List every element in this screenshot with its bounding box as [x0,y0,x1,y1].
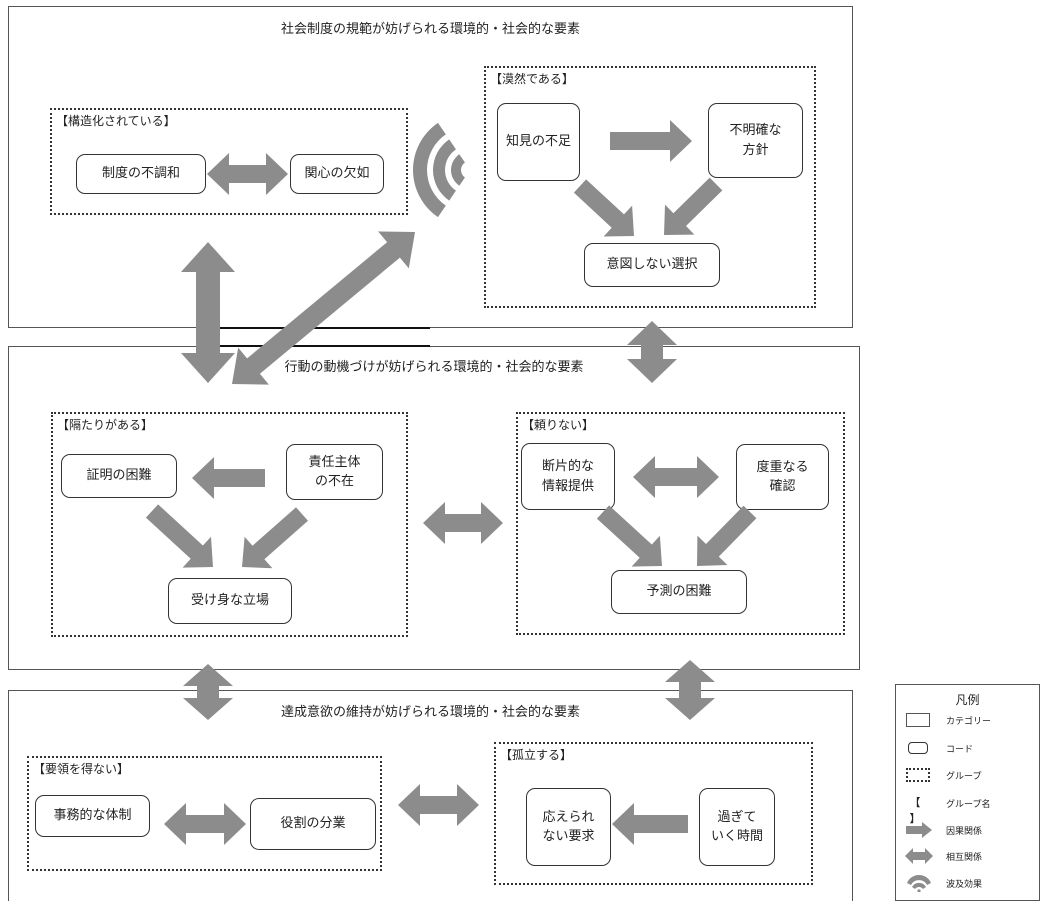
code-lack-of-interest: 関心の欠如 [290,154,384,194]
code-lack-of-knowledge: 知見の不足 [497,103,580,181]
code-passive-position: 受け身な立場 [168,578,292,624]
code-bureaucratic-system: 事務的な体制 [35,795,150,837]
group-isolated-title: 【孤立する】 [500,748,573,762]
code-repeated-confirmation: 度重なる 確認 [736,444,829,510]
group-unreliable: 【頼りない】 [516,412,845,635]
legend-row-mutual: 相互関係 [904,847,982,865]
bracket-symbol: 【 】 [909,796,929,825]
group-structured: 【構造化されている】 [50,108,408,215]
arrow-right-icon [904,821,934,839]
legend-row-category: カテゴリー [904,711,991,729]
code-unclear-policy: 不明確な 方針 [708,103,803,178]
legend-label-category: カテゴリー [946,716,992,727]
category-symbol [904,711,934,729]
group-pointless: 【要領を得ない】 [27,756,382,871]
legend-label-ripple: 波及効果 [946,879,983,890]
legend-row-ripple: 波及効果 [904,874,983,893]
code-division-of-roles: 役割の分業 [250,798,376,850]
category-top-title: 社会制度の規範が妨げられる環境的・社会的な要素 [280,22,580,37]
legend-row-causal: 因果関係 [904,821,982,839]
ripple-icon [904,874,934,893]
category-middle-title: 行動の動機づけが妨げられる環境的・社会的な要素 [284,360,584,375]
code-absent-responsibility: 責任主体 の不在 [286,444,383,500]
code-symbol [904,739,934,757]
group-vague: 【漠然である】 [484,66,816,308]
group-structured-title: 【構造化されている】 [56,114,176,128]
group-pointless-title: 【要領を得ない】 [33,762,130,776]
double-arrow-icon [904,847,934,865]
group-gap-title: 【隔たりがある】 [57,418,154,432]
connector-line [215,345,430,347]
legend-row-group: グループ [904,766,981,784]
code-institutional-mismatch: 制度の不調和 [76,154,206,194]
legend-label-code: コード [946,744,974,755]
group-unreliable-title: 【頼りない】 [522,418,595,432]
group-gap: 【隔たりがある】 [51,412,408,637]
legend-title: 凡例 [955,693,980,707]
connector-line [215,327,430,329]
legend-label-group-name: グループ名 [946,799,991,810]
group-symbol [904,766,934,784]
code-passing-time: 過ぎて いく時間 [699,788,775,866]
group-vague-title: 【漠然である】 [490,72,574,86]
legend-row-group-name: 【 】 グループ名 [904,794,991,825]
legend-label-causal: 因果関係 [946,826,983,837]
legend-row-code: コード [904,739,973,757]
code-difficulty-of-prediction: 予測の困難 [611,570,747,614]
code-unintended-choice: 意図しない選択 [584,243,720,287]
legend: 凡例 カテゴリー コード グループ 【 】 グループ名 因果関係 相互関係 [895,684,1040,901]
category-bottom-title: 達成意欲の維持が妨げられる環境的・社会的な要素 [280,705,580,720]
code-fragmented-info: 断片的な 情報提供 [521,443,615,510]
code-difficulty-of-proof: 証明の困難 [61,454,177,498]
group-isolated: 【孤立する】 [494,742,813,885]
code-unmet-demands: 応えられ ない要求 [526,788,611,866]
legend-label-group: グループ [946,771,982,782]
legend-label-mutual: 相互関係 [946,852,983,863]
